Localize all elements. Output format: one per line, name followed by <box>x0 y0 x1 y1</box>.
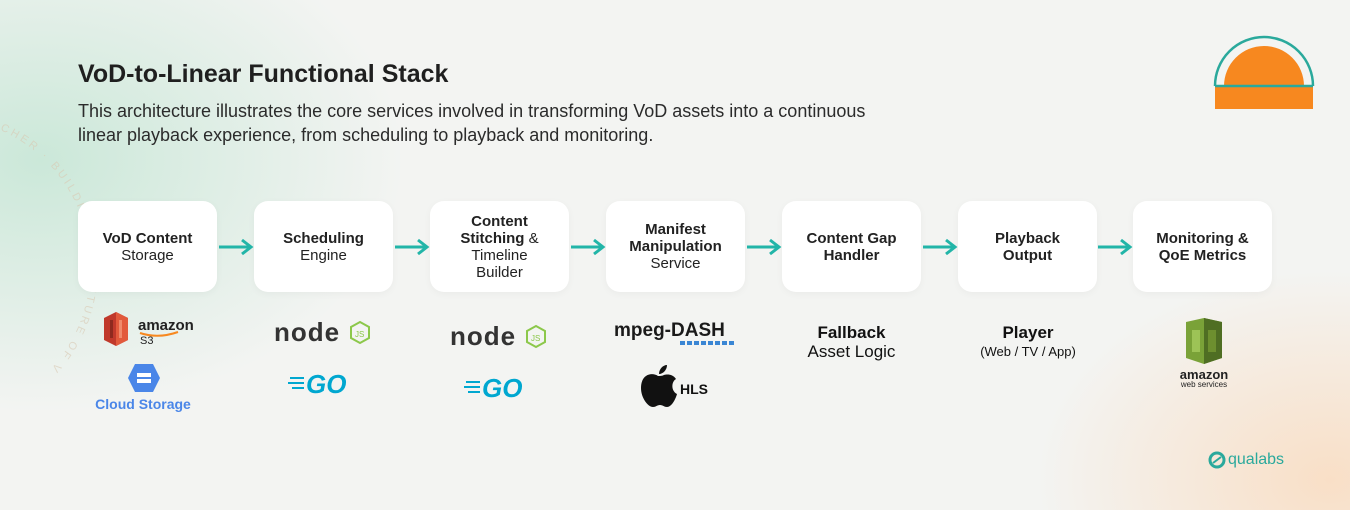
svg-text:JS: JS <box>355 330 364 339</box>
amazon-s3-logo: amazon S3 <box>104 312 194 347</box>
arrow-icon <box>747 238 782 256</box>
apple-hls-logo: HLS <box>641 365 708 407</box>
svg-text:qualabs: qualabs <box>1228 451 1284 468</box>
page-subtitle: This architecture illustrates the core s… <box>78 101 866 145</box>
svg-text:web services: web services <box>1180 380 1227 389</box>
svg-text:node: node <box>274 318 340 347</box>
go-logo: GO <box>288 369 346 398</box>
svg-text:GO: GO <box>482 373 522 402</box>
go-logo: GO <box>464 373 522 402</box>
svg-text:amazon: amazon <box>138 317 194 334</box>
fallback-caption: Fallback Asset Logic <box>807 323 896 361</box>
player-caption: Player (Web / TV / App) <box>980 323 1076 359</box>
nodejs-logo: node JS <box>274 318 370 347</box>
svg-text:GO: GO <box>306 369 346 398</box>
arrow-icon <box>571 238 606 256</box>
qualabs-logo: qualabs <box>1208 451 1284 469</box>
step-monitoring-qoe: Monitoring &QoE Metrics <box>1133 201 1272 292</box>
sunset-icon <box>1213 35 1315 109</box>
aws-logo: amazon web services <box>1180 318 1228 389</box>
arrow-icon <box>395 238 430 256</box>
page-title: VoD-to-Linear Functional Stack <box>78 60 449 88</box>
cloud-storage-icon <box>128 364 160 392</box>
svg-text:HLS: HLS <box>680 381 708 397</box>
svg-text:amazon: amazon <box>1180 367 1228 382</box>
arrow-icon <box>923 238 958 256</box>
cloud-storage-label: Cloud Storage <box>95 396 191 412</box>
mpeg-dash-logo: mpeg-DASH <box>614 320 734 345</box>
arrow-icon <box>1098 238 1133 256</box>
svg-text:S3: S3 <box>140 335 153 347</box>
nodejs-logo: node JS <box>450 322 546 351</box>
svg-text:node: node <box>450 322 516 351</box>
arrow-icon <box>219 238 254 256</box>
svg-text:JS: JS <box>531 334 540 343</box>
svg-text:mpeg-DASH: mpeg-DASH <box>614 320 725 341</box>
